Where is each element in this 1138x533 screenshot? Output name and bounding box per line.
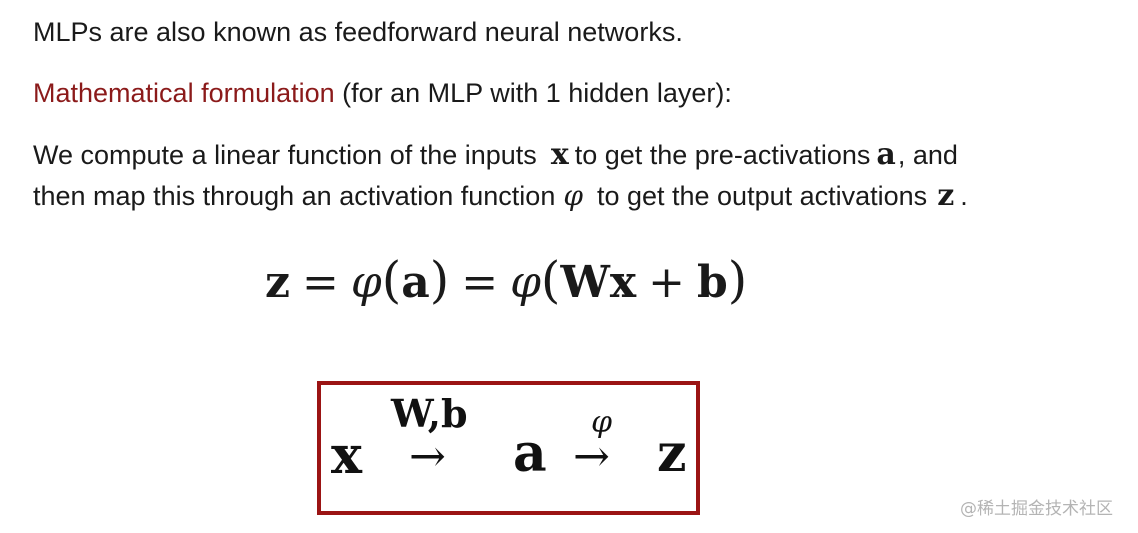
description-text-2b: to get the output activations bbox=[596, 181, 928, 211]
inline-var-z: z bbox=[937, 178, 955, 213]
description-line-2: then map this through an activation func… bbox=[33, 179, 968, 213]
flow-arrow-label-phi: φ bbox=[591, 405, 613, 440]
eq-phi-2: φ bbox=[510, 257, 541, 308]
formulation-heading: Mathematical formulation bbox=[33, 78, 335, 108]
description-text-2a: then map this through an activation func… bbox=[33, 181, 556, 211]
eq-equals-2: = bbox=[461, 257, 499, 308]
flow-input-x: x bbox=[331, 425, 363, 486]
flow-preactivation-a: a bbox=[513, 423, 547, 484]
description-text-1a: We compute a linear function of the inpu… bbox=[33, 140, 537, 170]
eq-equals-1: = bbox=[302, 257, 339, 308]
eq-lparen-2: ( bbox=[540, 251, 561, 309]
computation-flow-box: x W,b → a φ → z bbox=[317, 381, 700, 515]
formulation-heading-note: (for an MLP with 1 hidden layer): bbox=[334, 78, 732, 108]
inline-var-a: a bbox=[876, 137, 896, 172]
description-text-1c: , and bbox=[897, 140, 958, 170]
eq-plus: + bbox=[648, 257, 685, 308]
eq-b: b bbox=[696, 257, 728, 308]
eq-W: W bbox=[560, 257, 610, 308]
flow-output-z: z bbox=[657, 423, 687, 484]
intro-line: MLPs are also known as feedforward neura… bbox=[33, 15, 683, 49]
flow-arrow-2: → bbox=[573, 431, 610, 482]
description-text-2c: . bbox=[960, 181, 968, 211]
description-line-1: We compute a linear function of the inpu… bbox=[33, 138, 958, 172]
eq-rparen-1: ) bbox=[429, 251, 450, 309]
eq-z: z bbox=[265, 257, 290, 308]
eq-lparen-1: ( bbox=[381, 251, 402, 309]
inline-var-x: x bbox=[550, 137, 569, 172]
intro-text: MLPs are also known as feedforward neura… bbox=[33, 17, 683, 47]
watermark: @稀土掘金技术社区 bbox=[960, 499, 1113, 519]
formulation-heading-line: Mathematical formulation (for an MLP wit… bbox=[33, 76, 732, 110]
flow-arrow-label-wb: W,b bbox=[391, 391, 468, 436]
flow-arrow-1: → bbox=[409, 431, 446, 482]
eq-rparen-2: ) bbox=[727, 251, 748, 309]
eq-x: x bbox=[609, 257, 637, 308]
eq-phi-1: φ bbox=[350, 257, 382, 308]
description-text-1b: to get the pre-activations bbox=[574, 140, 871, 170]
eq-a: a bbox=[401, 257, 430, 308]
inline-var-phi: φ bbox=[563, 179, 583, 212]
mlp-equation: z=φ(a)=φ(Wx+b) bbox=[265, 250, 747, 313]
